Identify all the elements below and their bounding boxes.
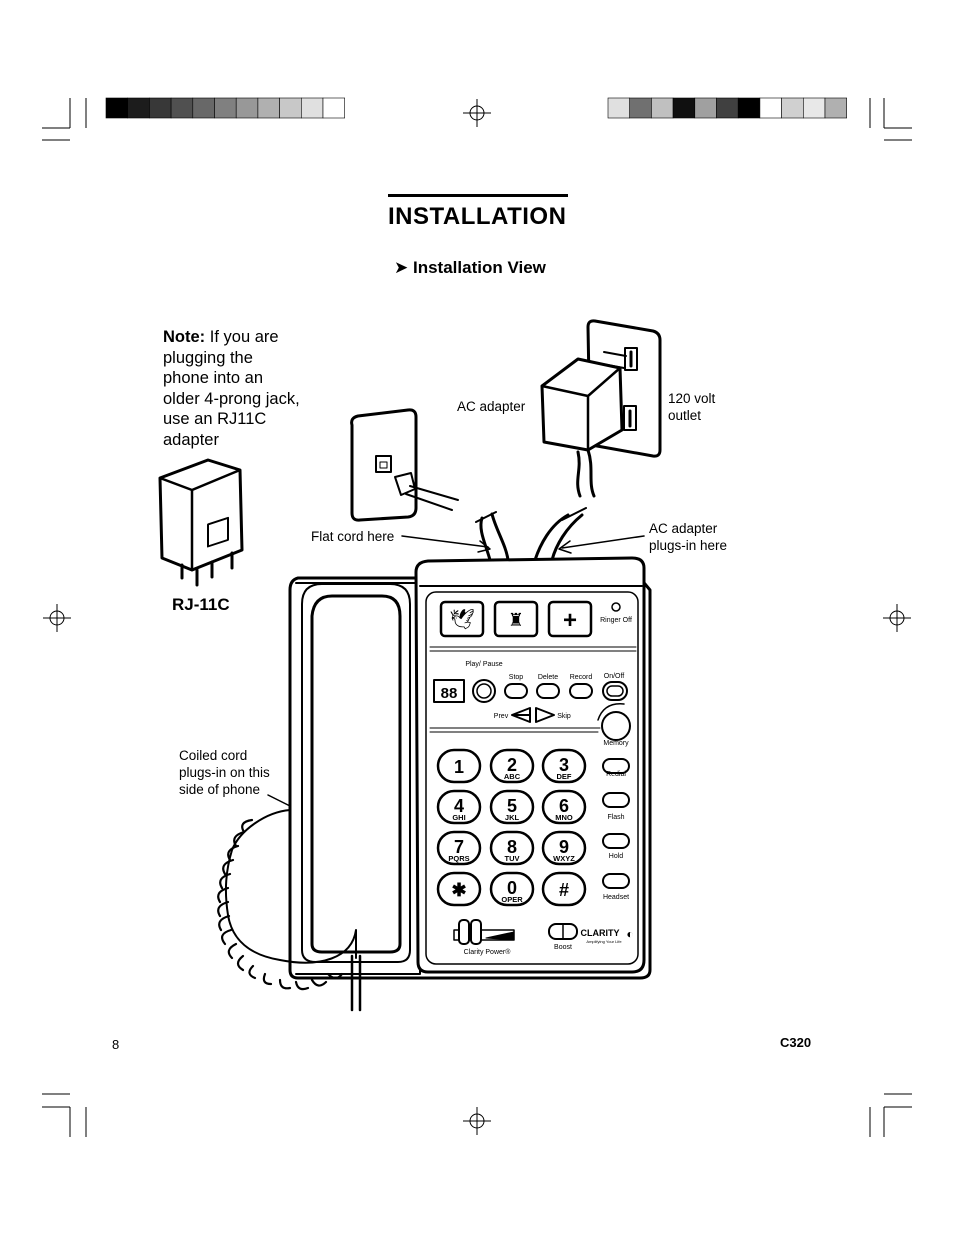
memory-label: Memory <box>603 740 629 747</box>
keypad-digit: 8 <box>507 837 517 857</box>
bird-icon: 🕊 <box>449 608 474 631</box>
keypad-digit: 3 <box>559 755 569 775</box>
phone-labels: 🕊 ♜ + Ringer Off Play/ Pause Stop Delete… <box>441 607 634 956</box>
keypad-letters: TUV <box>505 854 520 863</box>
rj11c-adapter-icon <box>158 458 244 587</box>
delete-label: Delete <box>538 674 558 681</box>
keypad-digit: 7 <box>454 837 464 857</box>
keypad-digit: 9 <box>559 837 569 857</box>
flash-label: Flash <box>607 814 624 821</box>
keypad-key[interactable]: # <box>541 871 587 907</box>
note-text: Note: If you are plugging the phone into… <box>163 328 300 449</box>
prev-label: Prev <box>494 713 509 720</box>
keypad-digit: 4 <box>454 796 464 816</box>
label-outlet: 120 volt outlet <box>668 391 716 423</box>
model-number: C320 <box>780 1035 812 1050</box>
play-pause-label: Play/ Pause <box>465 661 502 668</box>
calibration-swatch <box>824 97 848 119</box>
brand-label: CLARITY <box>581 928 620 938</box>
label-ac-plugs: AC adapter plugs-in here <box>649 521 728 553</box>
keypad-digit: 0 <box>507 878 517 898</box>
label-flat-cord: Flat cord here <box>311 529 395 544</box>
keypad-digit: # <box>559 880 569 900</box>
coiled-cord-icon <box>217 818 344 991</box>
label-ac-adapter: AC adapter <box>457 399 526 414</box>
registration-mark-icon <box>43 99 911 1135</box>
keypad-key[interactable]: 1 <box>436 748 482 784</box>
on-off-label: On/Off <box>604 673 625 680</box>
ringer-off-label: Ringer Off <box>600 617 632 624</box>
keypad-letters: OPER <box>501 895 523 904</box>
wall-jack-icon <box>350 408 459 522</box>
keypad-digit: 2 <box>507 755 517 775</box>
calibration-bar-left <box>105 97 346 119</box>
keypad-letters: JKL <box>505 813 520 822</box>
record-label: Record <box>570 674 593 681</box>
keypad-letters: DEF <box>557 772 572 781</box>
display-digits: 88 <box>441 685 458 702</box>
keypad-key[interactable]: ✱ <box>436 871 482 907</box>
headset-label: Headset <box>603 894 629 901</box>
keypad-digit: 6 <box>559 796 569 816</box>
page-title: INSTALLATION <box>388 194 568 231</box>
label-rj11c: RJ-11C <box>172 595 230 614</box>
skip-label: Skip <box>557 713 571 720</box>
ac-adapter-icon <box>540 357 624 498</box>
section-subtitle: ➤ Installation View <box>394 258 546 277</box>
brand-tagline: Amplifying Your Life <box>586 939 622 944</box>
label-coiled-cord: Coiled cord plugs-in on this side of pho… <box>179 748 270 797</box>
keypad-letters: WXYZ <box>553 854 575 863</box>
keypad-digit: ✱ <box>451 880 466 900</box>
calibration-swatch <box>322 97 346 119</box>
keypad-letters: MNO <box>555 813 573 822</box>
redial-label: Redial <box>606 771 626 778</box>
clarity-logo-icon: ◐ <box>626 927 633 941</box>
keypad-letters: GHI <box>452 813 465 822</box>
plus-icon: + <box>563 607 577 634</box>
keypad-letters: ABC <box>504 772 521 781</box>
rook-icon: ♜ <box>508 610 524 630</box>
calibration-bar-right <box>607 97 848 119</box>
keypad-digit: 5 <box>507 796 517 816</box>
keypad-letters: PQRS <box>448 854 469 863</box>
stop-label: Stop <box>509 674 524 681</box>
arrow-right-icon: ➤ <box>394 258 409 277</box>
keypad-digit: 1 <box>454 757 464 777</box>
clarity-power-label: Clarity Power® <box>464 948 512 956</box>
hold-label: Hold <box>609 853 624 860</box>
page-number: 8 <box>112 1037 120 1052</box>
boost-label: Boost <box>554 944 572 951</box>
